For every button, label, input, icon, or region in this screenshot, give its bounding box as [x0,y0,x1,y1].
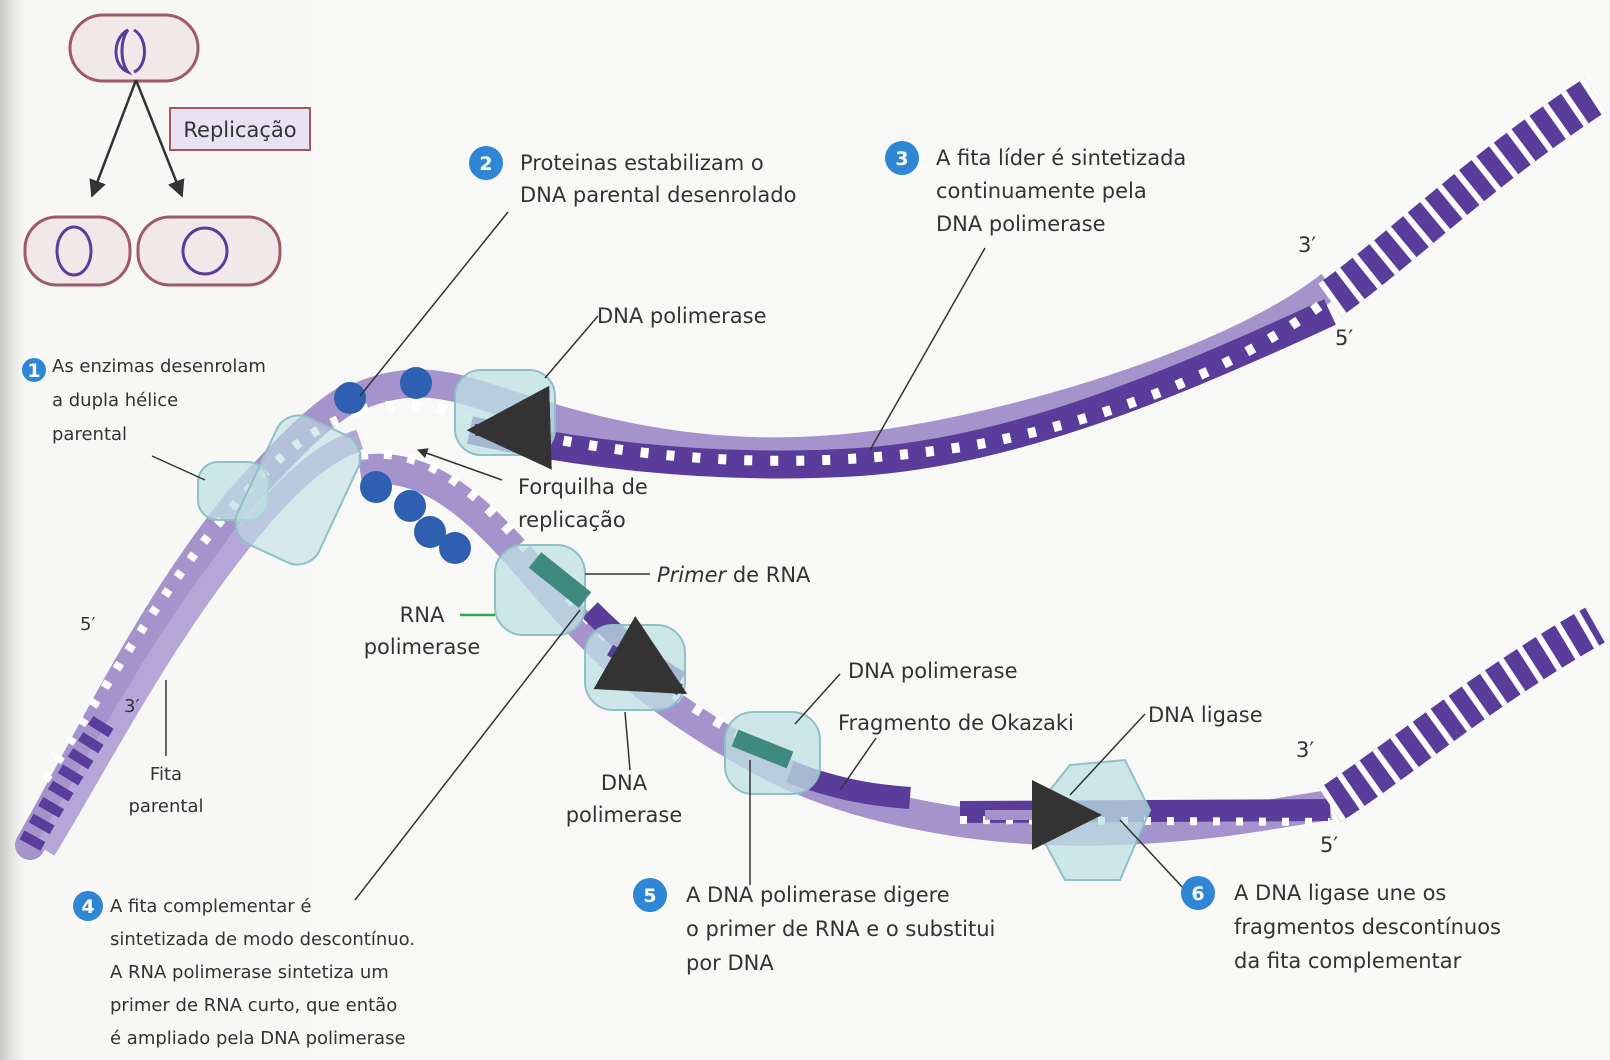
label-rna-polymerase-2: polimerase [364,635,481,659]
ssb-protein [360,471,392,503]
step-4-line-3: A RNA polimerase sintetiza um [110,962,389,983]
svg-text:6: 6 [1191,883,1204,905]
label-left-5prime: 5′ [80,614,96,635]
label-rna-primer: Primer de RNA [657,563,811,587]
step-2-line-1: Proteinas estabilizam o [520,151,764,175]
label-dna-polymerase-low-2: polimerase [566,803,683,827]
step-4-badge: 4 [73,891,103,921]
label-bottom-3prime: 3′ [1296,738,1314,762]
svg-text:5: 5 [643,885,656,907]
step-6-line-1: A DNA ligase une os [1234,881,1446,905]
step-6-line-3: da fita complementar [1234,949,1462,973]
step-4-line-1: A fita complementar é [110,896,311,917]
step-4-line-5: é ampliado pela DNA polimerase [110,1028,406,1049]
step-1-line-1: As enzimas desenrolam [52,356,266,377]
step-6-badge: 6 [1181,876,1215,910]
label-fork-line-2: replicação [518,508,626,532]
label-parental-strand-2: parental [128,796,203,817]
step-1-line-3: parental [52,424,127,445]
svg-text:3: 3 [895,148,908,170]
leading-dna-polymerase [455,370,555,455]
split-arrow-left [92,80,136,196]
leading-synthesis-arrow [475,428,540,430]
label-dna-polymerase-mid: DNA polimerase [848,659,1018,683]
label-parental-strand-1: Fita [150,764,182,785]
label-bottom-5prime: 5′ [1320,833,1338,857]
step-5-badge: 5 [633,878,667,912]
label-okazaki-fragment: Fragmento de Okazaki [838,711,1074,735]
step-6-line-2: fragmentos descontínuos [1234,915,1501,939]
top-helix-end [1330,95,1595,300]
step-2-badge: 2 [469,146,503,180]
ssb-protein [334,382,366,414]
step-3-line-3: DNA polimerase [936,212,1106,236]
svg-text:1: 1 [27,360,40,382]
step-5-line-1: A DNA polimerase digere [686,883,950,907]
lagging-template-strand [360,469,1330,831]
replication-label: Replicação [183,118,296,142]
step-5-line-2: o primer de RNA e o substitui [686,917,995,941]
step-1-badge: 1 [22,358,46,382]
step-4-line-4: primer de RNA curto, que então [110,995,397,1016]
label-fork-line-1: Forquilha de [518,475,648,499]
svg-text:4: 4 [81,896,94,918]
label-top-5prime: 5′ [1335,326,1353,350]
ssb-protein [400,367,432,399]
cell-division-inset: Replicação [25,15,310,285]
step-3-badge: 3 [885,141,919,175]
step-5-line-3: por DNA [686,951,774,975]
label-dna-polymerase-top: DNA polimerase [597,304,767,328]
step-3-line-1: A fita líder é sintetizada [936,146,1186,170]
step-3-line-2: continuamente pela [936,179,1147,203]
step-4-line-2: sintetizada de modo descontínuo. [110,929,415,950]
label-rna-polymerase-1: RNA [400,603,445,627]
label-dna-ligase: DNA ligase [1148,703,1263,727]
ssb-protein [439,532,471,564]
label-left-3prime: 3′ [124,696,140,717]
label-dna-polymerase-low-1: DNA [601,771,648,795]
svg-text:2: 2 [479,153,492,175]
step-1-line-2: a dupla hélice [52,390,178,411]
label-top-3prime: 3′ [1298,233,1316,257]
ssb-protein [394,490,426,522]
step-2-line-2: DNA parental desenrolado [520,183,796,207]
